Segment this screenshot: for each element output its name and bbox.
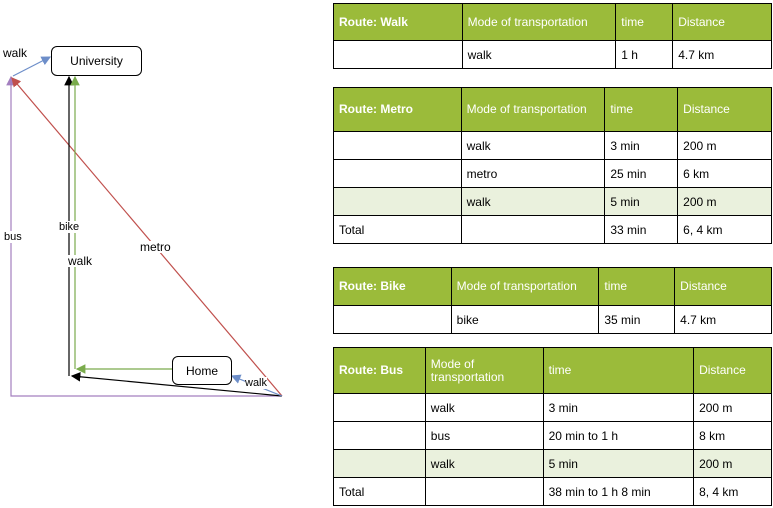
route-diagram <box>6 56 283 397</box>
metro-table-title: Route: Metro <box>333 87 462 132</box>
mode-cell: walk <box>460 187 606 216</box>
time-column-header: time <box>542 347 695 394</box>
metro-route-table: Route: Metro Mode of transportation time… <box>333 87 772 244</box>
walk-bottom-label: walk <box>245 377 268 389</box>
row-label-cell <box>333 449 426 478</box>
table-row: walk 1 h 4.7 km <box>333 40 772 69</box>
walk-top-label: walk <box>3 46 28 60</box>
mode-column-header: Mode of transportation <box>450 267 600 306</box>
time-column-header: time <box>604 87 679 132</box>
table-row: walk 5 min 200 m <box>333 449 772 478</box>
table-row: walk 3 min 200 m <box>333 393 772 422</box>
time-cell: 3 min <box>604 131 679 160</box>
time-cell: 1 h <box>615 40 674 69</box>
table-row: walk 3 min 200 m <box>333 131 772 160</box>
row-label-cell <box>333 131 462 160</box>
time-cell: 5 min <box>604 187 679 216</box>
table-row: bus 20 min to 1 h 8 km <box>333 421 772 450</box>
home-node: Home <box>172 356 232 385</box>
distance-cell: 8, 4 km <box>693 477 772 506</box>
mode-cell: walk <box>424 393 544 422</box>
university-node: University <box>51 46 142 76</box>
time-cell: 3 min <box>542 393 695 422</box>
mode-column-header: Mode of transportation <box>424 347 544 394</box>
distance-column-header: Distance <box>674 267 772 306</box>
row-label-cell <box>333 187 462 216</box>
mode-cell: bike <box>450 305 600 334</box>
mode-cell <box>460 215 606 244</box>
mode-cell: walk <box>424 449 544 478</box>
bike-table-title: Route: Bike <box>333 267 452 306</box>
mode-cell <box>424 477 544 506</box>
table-row: metro 25 min 6 km <box>333 159 772 188</box>
time-cell: 5 min <box>542 449 695 478</box>
metro-label: metro <box>140 240 171 254</box>
time-column-header: time <box>598 267 676 306</box>
time-cell: 20 min to 1 h <box>542 421 695 450</box>
row-label-cell <box>333 305 452 334</box>
walk-mid-label: walk <box>68 254 93 268</box>
start-to-home-line <box>70 372 283 397</box>
mode-cell: walk <box>460 131 606 160</box>
distance-cell: 6 km <box>677 159 772 188</box>
walk-to-university-line <box>12 56 52 77</box>
bus-label: bus <box>4 231 22 243</box>
distance-column-header: Distance <box>693 347 772 394</box>
row-label-cell <box>333 159 462 188</box>
mode-cell: metro <box>460 159 606 188</box>
table-row: bike 35 min 4.7 km <box>333 305 772 334</box>
distance-column-header: Distance <box>672 3 772 41</box>
time-cell: 35 min <box>598 305 676 334</box>
row-label-cell <box>333 421 426 450</box>
distance-cell: 200 m <box>693 393 772 422</box>
distance-cell: 4.7 km <box>674 305 772 334</box>
mode-column-header: Mode of transportation <box>461 3 617 41</box>
distance-column-header: Distance <box>677 87 772 132</box>
bus-route-table: Route: Bus Mode of transportation time D… <box>333 347 772 506</box>
total-label-cell: Total <box>333 477 426 506</box>
total-row: Total 33 min 6, 4 km <box>333 215 772 244</box>
bike-route-table: Route: Bike Mode of transportation time … <box>333 267 772 334</box>
bus-table-title: Route: Bus <box>333 347 426 394</box>
time-column-header: time <box>615 3 674 41</box>
row-label-cell <box>333 393 426 422</box>
metro-route-line <box>11 77 283 397</box>
time-cell: 38 min to 1 h 8 min <box>542 477 695 506</box>
distance-cell: 6, 4 km <box>677 215 772 244</box>
distance-cell: 200 m <box>693 449 772 478</box>
time-cell: 33 min <box>604 215 679 244</box>
row-label-cell <box>333 40 463 69</box>
time-cell: 25 min <box>604 159 679 188</box>
bike-label: bike <box>59 221 80 233</box>
bus-route-line <box>6 75 282 397</box>
distance-cell: 200 m <box>677 131 772 160</box>
distance-cell: 8 km <box>693 421 772 450</box>
walk-route-table: Route: Walk Mode of transportation time … <box>333 3 772 69</box>
distance-cell: 4.7 km <box>672 40 772 69</box>
mode-cell: bus <box>424 421 544 450</box>
table-row: walk 5 min 200 m <box>333 187 772 216</box>
walk-table-title: Route: Walk <box>333 3 463 41</box>
total-row: Total 38 min to 1 h 8 min 8, 4 km <box>333 477 772 506</box>
mode-cell: walk <box>461 40 617 69</box>
mode-column-header: Mode of transportation <box>460 87 606 132</box>
total-label-cell: Total <box>333 215 462 244</box>
distance-cell: 200 m <box>677 187 772 216</box>
